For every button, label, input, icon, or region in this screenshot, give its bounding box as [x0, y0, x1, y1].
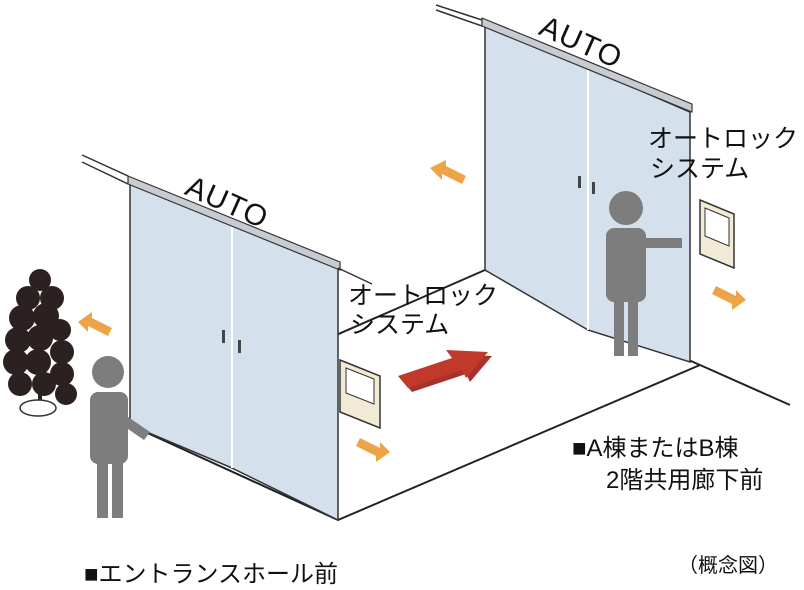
caption-entrance: ■エントランスホール前	[84, 561, 339, 588]
autolock-label-back-line2: システム	[650, 155, 750, 183]
person-icon	[606, 191, 682, 356]
keypad-icon	[699, 198, 735, 270]
caption-corridor-line2: 2階共用廊下前	[606, 467, 764, 494]
concept-note: （概念図）	[678, 555, 778, 577]
caption-corridor-line1: ■A棟またはB棟	[572, 435, 739, 462]
autolock-label-front-line1: オートロック	[348, 282, 499, 310]
autolock-label-front-line2: システム	[350, 311, 450, 339]
person-icon	[90, 356, 150, 518]
autolock-label-back-line1: オートロック	[648, 125, 799, 153]
keypad-icon	[339, 358, 381, 430]
red-arrow-icon	[398, 350, 492, 392]
front-automatic-door	[81, 154, 373, 522]
orange-arrow-icon	[78, 160, 746, 462]
tree-icon	[3, 269, 77, 417]
